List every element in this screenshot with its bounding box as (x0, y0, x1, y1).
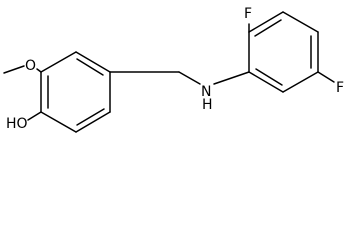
methoxy-oxygen-label: O (25, 58, 36, 74)
bond-ring-a-c4-c5 (40, 51, 77, 73)
bond-amine-to-ring-b (213, 71, 250, 85)
double-bond-ring-a-2 (76, 58, 104, 76)
bond-ring-a-c3-c4 (75, 51, 111, 73)
amine-nitrogen-label: N (201, 84, 211, 100)
ring-a-methoxyphenol (40, 51, 111, 133)
bond-ring-b-c2-c3 (248, 11, 284, 33)
double-bond-ring-a-1 (76, 108, 105, 126)
double-bond-ring-b-1 (254, 19, 282, 37)
double-bond-ring-b-3 (255, 68, 283, 86)
fluorine-right-label: F (336, 80, 344, 96)
ring-b-difluorophenyl (248, 11, 319, 93)
bond-ring-b-c3-c4 (282, 11, 319, 33)
bond-methoxy-oxygen-to-methyl (3, 65, 25, 74)
hydroxyl-label: HO (6, 116, 28, 132)
bond-ring-b-c5-c6 (282, 71, 319, 93)
bond-ring-a-to-hydroxyl (27, 111, 42, 121)
bond-ring-b-to-fluorine-right (317, 71, 335, 83)
bond-methylene-to-amine (178, 71, 201, 85)
bond-ring-a-c1-c2 (75, 111, 111, 133)
molecule-structure-diagram: HO O N H F F (3, 6, 344, 133)
fluorine-top-label: F (244, 6, 252, 22)
amine-hydrogen-label: H (202, 97, 213, 113)
bond-ring-b-c6-c1 (248, 71, 284, 93)
bond-ring-a-to-methoxy-oxygen (36, 68, 42, 73)
bond-ring-a-c6-c1 (40, 111, 77, 133)
